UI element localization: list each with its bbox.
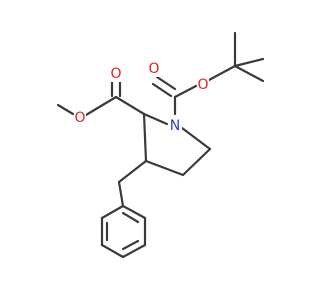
bond-carbonyl-right-b bbox=[155, 75, 177, 91]
bond-tertbutyl-methyl-right bbox=[233, 57, 265, 68]
bond-c4-c3 bbox=[144, 159, 185, 177]
atom-o-carbonyl-left: O bbox=[110, 66, 121, 82]
molecule-structure: O O N O O bbox=[56, 31, 265, 259]
bond-phenyl-inner-2 bbox=[121, 239, 140, 251]
bond-o-tertbutyl bbox=[207, 64, 237, 82]
bond-phenyl-3 bbox=[100, 243, 125, 259]
bond-carbonyl-right-a bbox=[151, 82, 173, 98]
atom-o-ester-left: O bbox=[74, 110, 85, 126]
bond-tertbutyl-methyl-bottom bbox=[233, 64, 265, 83]
bond-carbonyl-right-o bbox=[173, 84, 198, 99]
atom-n-ring: N bbox=[170, 118, 180, 134]
bond-c5-c4 bbox=[181, 147, 212, 177]
bond-n-c5 bbox=[180, 126, 212, 151]
bond-methyl-o bbox=[56, 103, 75, 116]
atom-o-ester-right: O bbox=[197, 77, 208, 93]
bond-c3-ch2 bbox=[117, 159, 148, 184]
bonds bbox=[56, 31, 265, 259]
atom-o-carbonyl-right: O bbox=[148, 61, 159, 77]
bond-phenyl-4 bbox=[121, 243, 147, 259]
bond-phenyl-1 bbox=[100, 204, 125, 220]
bond-ch2-phenyl bbox=[117, 180, 125, 208]
bond-phenyl-inner-3 bbox=[121, 211, 140, 224]
bond-o-carbonyl-carbon-left bbox=[84, 95, 118, 117]
bond-carbonyl-to-c2 bbox=[114, 95, 146, 116]
molecule-canvas: O O N O O bbox=[56, 31, 265, 259]
bond-phenyl-6 bbox=[121, 204, 147, 220]
atom-labels: O O N O O bbox=[74, 61, 209, 134]
bond-c2-n bbox=[142, 112, 169, 126]
bond-c3-c2 bbox=[142, 112, 148, 163]
